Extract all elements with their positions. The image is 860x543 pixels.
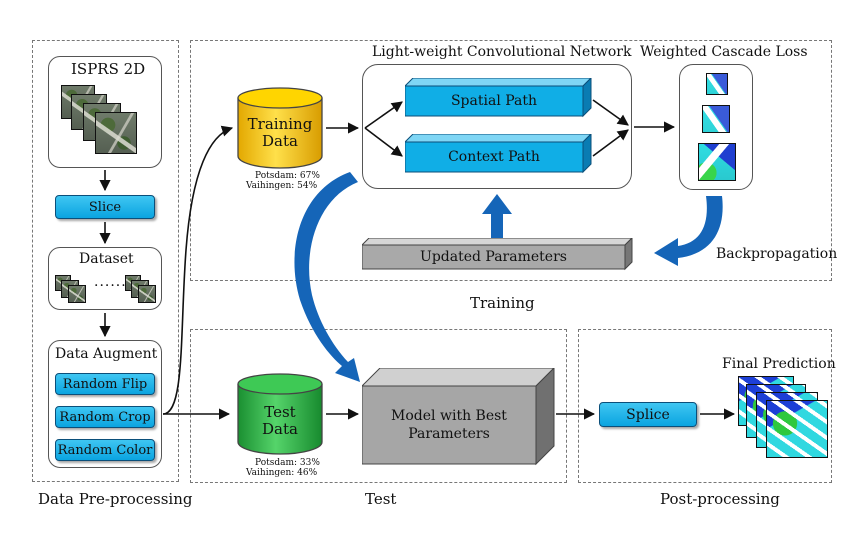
updated-parameters-label: Updated Parameters <box>420 249 567 265</box>
ellipsis: ······ <box>94 278 127 294</box>
spatial-path-block <box>405 78 592 118</box>
random-color-box: Random Color <box>55 439 155 461</box>
loss-box <box>679 64 753 190</box>
slice-label: Slice <box>88 199 122 215</box>
test-split-potsdam: Potsdam: 33% <box>255 458 320 468</box>
aerial-image-4 <box>95 112 137 154</box>
random-flip-label: Random Flip <box>62 376 148 392</box>
slice-box: Slice <box>55 195 155 219</box>
postprocessing-frame <box>578 329 832 483</box>
loss-output-2 <box>702 105 730 133</box>
random-color-label: Random Color <box>57 442 153 458</box>
section-label-preprocessing: Data Pre-processing <box>38 490 193 508</box>
loss-title: Weighted Cascade Loss <box>640 44 808 60</box>
context-path-label: Context Path <box>448 149 540 165</box>
test-data-label: Test Data <box>262 403 298 438</box>
prediction-image-4 <box>766 400 828 458</box>
random-crop-label: Random Crop <box>59 409 151 425</box>
model-label: Model with Best Parameters <box>391 408 507 442</box>
splice-box: Splice <box>599 402 697 427</box>
augment-box: Data Augment Random Flip Random Crop Ran… <box>48 340 162 468</box>
section-label-test: Test <box>365 490 397 508</box>
training-split-vaihingen: Vaihingen: 54% <box>246 181 318 191</box>
training-data-label: Training Data <box>247 115 313 150</box>
tile-image-3 <box>68 285 86 303</box>
random-crop-box: Random Crop <box>55 406 155 428</box>
isprs-box: ISPRS 2D <box>48 56 162 168</box>
loss-output-1 <box>706 73 728 95</box>
training-data-cylinder <box>237 87 323 169</box>
test-split-vaihingen: Vaihingen: 46% <box>246 468 318 478</box>
dataset-box: Dataset ······ <box>48 247 162 310</box>
spatial-path-label: Spatial Path <box>450 93 538 109</box>
splice-label: Splice <box>626 406 670 423</box>
context-path-block <box>405 134 592 174</box>
dataset-title: Dataset <box>79 251 134 267</box>
backprop-label: Backpropagation <box>716 246 838 262</box>
updated-parameters-block <box>362 238 633 271</box>
augment-title: Data Augment <box>55 346 158 362</box>
section-label-postprocessing: Post-processing <box>660 490 780 508</box>
isprs-title: ISPRS 2D <box>71 60 146 78</box>
training-split-potsdam: Potsdam: 67% <box>255 171 320 181</box>
final-prediction-title: Final Prediction <box>722 356 836 372</box>
loss-output-3 <box>698 143 736 181</box>
random-flip-box: Random Flip <box>55 373 155 395</box>
section-label-training: Training <box>470 294 535 312</box>
network-title: Light-weight Convolutional Network <box>372 44 632 60</box>
model-block <box>362 368 555 466</box>
tile-image-6 <box>138 285 156 303</box>
